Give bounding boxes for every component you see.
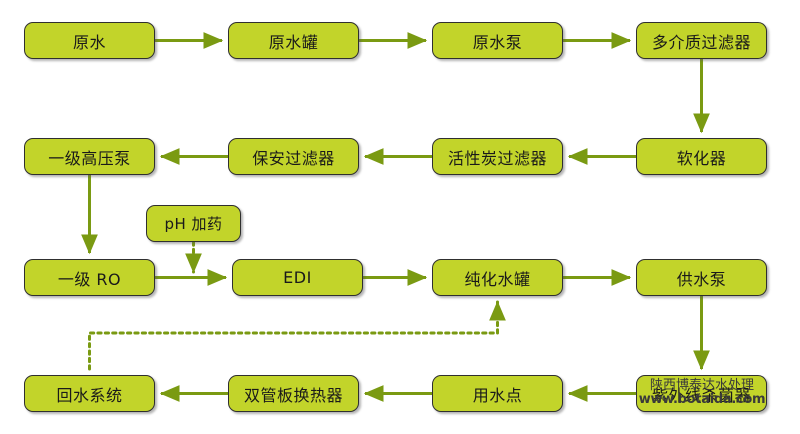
node-raw-water[interactable]: 原水 [24,22,155,59]
node-multimedia-filter[interactable]: 多介质过滤器 [636,22,767,59]
node-purified-water-tank[interactable]: 纯化水罐 [432,259,563,296]
node-edi[interactable]: EDI [232,259,363,296]
node-point-of-use[interactable]: 用水点 [432,375,563,412]
node-high-pressure-pump[interactable]: 一级高压泵 [24,138,155,175]
node-return-water-system[interactable]: 回水系统 [24,375,155,412]
node-security-filter[interactable]: 保安过滤器 [228,138,359,175]
node-softener[interactable]: 软化器 [636,138,767,175]
node-ro-stage-1[interactable]: 一级 RO [24,259,155,296]
edge-return-loop [88,300,506,371]
node-uv-sterilizer[interactable]: 紫外线杀菌器 [636,375,767,412]
node-activated-carbon-filter[interactable]: 活性炭过滤器 [432,138,563,175]
node-raw-water-tank[interactable]: 原水罐 [228,22,359,59]
node-ph-dosing[interactable]: pH 加药 [146,205,241,242]
node-supply-pump[interactable]: 供水泵 [636,259,767,296]
node-double-tube-plate-exchanger[interactable]: 双管板换热器 [228,375,359,412]
node-raw-water-pump[interactable]: 原水泵 [432,22,563,59]
